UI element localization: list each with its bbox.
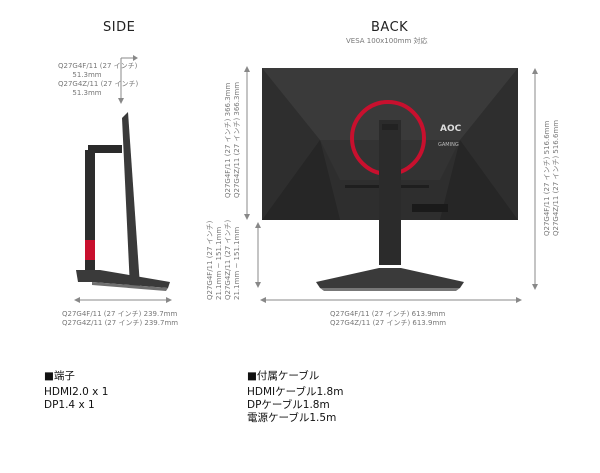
accessories-title: ■付属ケーブル [247, 370, 320, 382]
ports-list: HDMI2.0 x 1 DP1.4 x 1 [44, 386, 108, 412]
accessories-list: HDMIケーブル1.8m DPケーブル1.8m 電源ケーブル1.5m [247, 386, 343, 425]
side-depth-top: Q27G4F/11 (27 インチ) 51.3mm Q27G4Z/11 (27 … [58, 62, 139, 97]
ports-title: ■端子 [44, 370, 75, 382]
list-item: HDMI2.0 x 1 [44, 386, 109, 398]
side-depth-bottom: Q27G4F/11 (27 インチ) 239.7mm Q27G4Z/11 (27… [62, 310, 179, 327]
list-item: DP1.4 x 1 [44, 399, 95, 411]
vesa-label: VESA 100x100mm 対応 [346, 37, 428, 45]
list-item: HDMIケーブル1.8m [247, 386, 344, 398]
back-title: BACK [371, 20, 409, 35]
back-total-height: Q27G4F/11 (27 インチ) 516.6mm Q27G4Z/11 (27… [543, 119, 560, 236]
back-width: Q27G4F/11 (27 インチ) 613.9mm Q27G4Z/11 (27… [330, 310, 447, 327]
aoc-logo: AOC [440, 124, 462, 134]
side-title: SIDE [103, 20, 136, 35]
back-panel-height: Q27G4F/11 (27 インチ) 366.3mm Q27G4Z/11 (27… [224, 81, 241, 198]
list-item: DPケーブル1.8m [247, 399, 330, 411]
back-stand-height: Q27G4F/11 (27 インチ) 21.1mm ~ 151.1mm Q27G… [206, 219, 241, 300]
list-item: 電源ケーブル1.5m [247, 412, 337, 424]
gaming-logo: GAMING [438, 142, 459, 148]
